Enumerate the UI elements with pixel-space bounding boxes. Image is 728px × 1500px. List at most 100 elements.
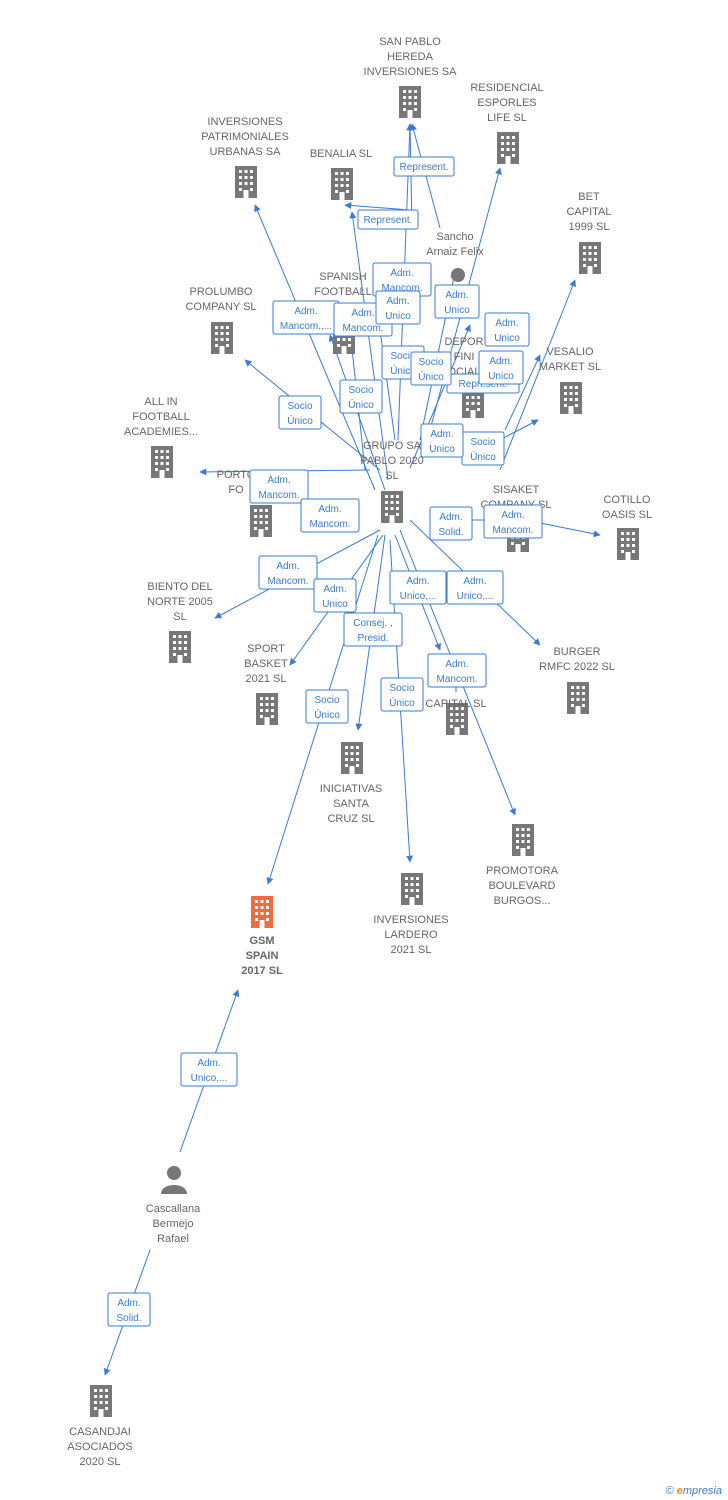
node-label: PROMOTORA — [486, 865, 559, 877]
node-all-in-football[interactable]: ALL INFOOTBALLACADEMIES... — [124, 396, 198, 478]
relationship-label-text: Adm. — [445, 290, 468, 301]
node-promotora-boulevard[interactable]: PROMOTORABOULEVARDBURGOS... — [486, 824, 559, 907]
relationship-label-text: Unico — [429, 444, 455, 455]
node-label: 2021 SL — [246, 673, 287, 685]
relationship-label[interactable]: Adm. Unico,... — [389, 570, 447, 605]
relationship-label-text: Único — [470, 450, 496, 463]
node-label: PABLO 2020 — [360, 455, 423, 467]
relationship-edge — [499, 279, 576, 471]
node-label: LIFE SL — [487, 112, 527, 124]
node-label: SL — [173, 611, 186, 623]
relationship-label-text: Único — [314, 708, 340, 721]
node-label: ESPORLES — [477, 97, 536, 109]
relationship-edge — [254, 204, 376, 491]
relationship-label[interactable]: Adm.Mancom. — [427, 653, 487, 688]
relationship-label-text: Unico,... — [400, 591, 437, 602]
node-label: PATRIMONIALES — [201, 131, 289, 143]
relationship-label[interactable]: Represent. — [393, 156, 455, 177]
node-label: MARKET SL — [539, 361, 601, 373]
node-label: FOOTBALL — [314, 286, 371, 298]
relationship-label-text: Adm. — [445, 659, 468, 670]
relationship-label[interactable]: Adm.Unico,... — [446, 570, 504, 605]
building-icon — [399, 86, 421, 118]
node-label: BENALIA SL — [310, 148, 372, 160]
building-icon — [617, 528, 639, 560]
building-icon — [567, 682, 589, 714]
relationship-label[interactable]: Adm.Unico — [375, 290, 421, 325]
node-benalia[interactable]: BENALIA SL — [310, 148, 372, 200]
relationship-label[interactable]: Adm.Unico — [478, 350, 524, 385]
relationship-label[interactable]: Adm.Unico — [420, 423, 464, 458]
relationship-label-text: Solid. — [116, 1313, 141, 1324]
building-icon — [211, 322, 233, 354]
node-label: ACADEMIES... — [124, 426, 198, 438]
building-icon — [401, 873, 423, 905]
relationship-label[interactable]: Adm.Mancom. — [300, 498, 360, 533]
relationship-label[interactable]: Adm. Unico — [434, 284, 480, 319]
relationship-label[interactable]: Adm.Mancom. — [483, 504, 543, 539]
relationship-label[interactable]: Adm.Mancom. — [249, 469, 309, 504]
relationship-label-text: Socio — [418, 357, 443, 368]
node-label: RESIDENCIAL — [470, 82, 543, 94]
relationship-label[interactable]: Adm.Unico — [484, 312, 530, 347]
node-label: NORTE 2005 — [147, 596, 213, 608]
relationship-edge — [409, 324, 471, 469]
relationship-label[interactable]: Adm.Unico — [313, 578, 357, 613]
relationship-label-text: Unico — [444, 305, 470, 316]
relationship-label[interactable]: Adm.Mancom. — [258, 555, 318, 590]
node-label: SAN PABLO — [379, 36, 441, 48]
node-label: FINI — [454, 351, 475, 363]
empresia-logo: empresia — [676, 1485, 722, 1497]
relationship-label-text: Adm. — [406, 576, 429, 587]
relationship-label-text: Presid. — [357, 633, 388, 644]
relationship-label[interactable]: Consej. ,Presid. — [343, 612, 403, 647]
relationship-label-text: Mancom. — [342, 323, 383, 334]
node-residencial-esporles[interactable]: RESIDENCIAL ESPORLES LIFE SL — [470, 82, 544, 164]
relationship-label-text: Socio — [287, 401, 312, 412]
relationship-edge — [539, 522, 601, 538]
copyright-brand[interactable]: © empresia — [666, 1485, 722, 1497]
relationship-label-text: Unico — [385, 311, 411, 322]
relationship-label-text: Unico,... — [457, 591, 494, 602]
building-icon — [497, 132, 519, 164]
relationship-label[interactable]: Adm.Mancom.,... — [272, 300, 340, 335]
node-label: BASKET — [244, 658, 288, 670]
node-label: INVERSIONES — [207, 116, 282, 128]
node-label: 2017 SL — [241, 965, 283, 977]
relationship-edge — [344, 201, 411, 211]
node-label: INVERSIONES — [373, 914, 448, 926]
node-label: COMPANY SL — [185, 301, 256, 313]
relationship-label[interactable]: Represent. — [357, 209, 419, 230]
node-label: FO — [228, 484, 244, 496]
relationship-label-text: Unico — [494, 333, 520, 344]
relationship-label-text: Adm. — [489, 356, 512, 367]
relationship-label[interactable]: Adm.Solid. — [107, 1292, 151, 1327]
relationship-label[interactable]: Adm.Unico,... — [180, 1052, 238, 1087]
relationship-label-text: Adm. — [351, 308, 374, 319]
relationship-label[interactable]: Adm.Solid. — [429, 506, 473, 541]
